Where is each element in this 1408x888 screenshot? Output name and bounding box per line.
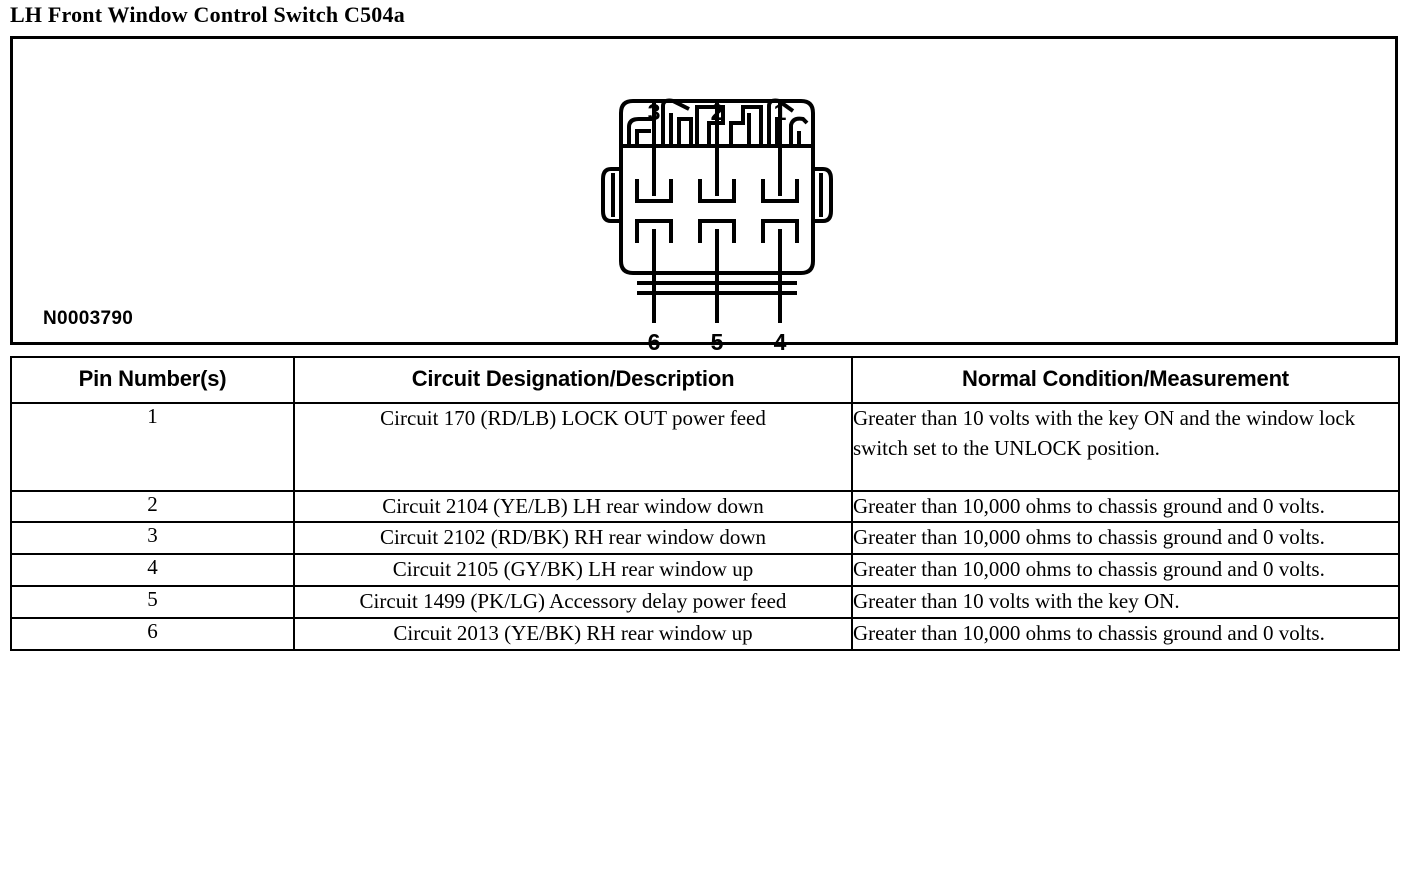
column-header-condition: Normal Condition/Measurement [851, 356, 1400, 404]
cell-pin-number: 5 [10, 585, 295, 619]
table-row: 1 Circuit 170 (RD/LB) LOCK OUT power fee… [10, 402, 1400, 492]
table-header-row: Pin Number(s) Circuit Designation/Descri… [10, 356, 1400, 404]
cell-normal-condition: Greater than 10,000 ohms to chassis grou… [851, 489, 1400, 524]
cavity-1 [761, 179, 799, 203]
cell-normal-condition: Greater than 10,000 ohms to chassis grou… [851, 616, 1400, 651]
cell-circuit-description: Circuit 2105 (GY/BK) LH rear window up [293, 553, 853, 588]
column-header-pin: Pin Number(s) [10, 356, 295, 404]
figure-id-label: N0003790 [43, 308, 134, 329]
cavity-3 [635, 179, 673, 203]
table-row: 3 Circuit 2102 (RD/BK) RH rear window do… [10, 521, 1400, 556]
column-header-circuit: Circuit Designation/Description [293, 356, 853, 404]
table-row: 4 Circuit 2105 (GY/BK) LH rear window up… [10, 553, 1400, 588]
cavity-bottom-row [635, 219, 799, 243]
pin-label-6: 6 [647, 329, 661, 355]
connector-keying-detail [621, 98, 813, 148]
pin-label-2: 2 [710, 99, 724, 125]
cell-pin-number: 6 [10, 616, 295, 651]
cell-pin-number: 3 [10, 521, 295, 556]
cell-pin-number: 4 [10, 553, 295, 588]
cavity-6 [635, 219, 673, 243]
connector-left-tab [601, 167, 621, 223]
cavity-2 [698, 179, 736, 203]
connector-body-outline [619, 99, 815, 275]
page-title: LH Front Window Control Switch C504a [10, 2, 405, 27]
pin-label-1: 1 [773, 99, 787, 125]
pin-label-4: 4 [773, 329, 787, 355]
connector-diagram: 3 2 1 6 5 4 [593, 61, 843, 354]
cell-pin-number: 1 [10, 402, 295, 492]
pin-label-3: 3 [647, 99, 661, 125]
table-row: 5 Circuit 1499 (PK/LG) Accessory delay p… [10, 585, 1400, 619]
table-row: 2 Circuit 2104 (YE/LB) LH rear window do… [10, 489, 1400, 524]
pin-leader-lines-bottom [652, 229, 782, 323]
connector-right-tab [813, 167, 833, 223]
connector-illustration [601, 98, 833, 323]
cavity-5 [698, 219, 736, 243]
table-row: 6 Circuit 2013 (YE/BK) RH rear window up… [10, 616, 1400, 651]
cell-circuit-description: Circuit 2013 (YE/BK) RH rear window up [293, 616, 853, 651]
pin-description-table: Pin Number(s) Circuit Designation/Descri… [10, 356, 1400, 651]
cell-circuit-description: Circuit 170 (RD/LB) LOCK OUT power feed [293, 402, 853, 492]
cavity-top-row [635, 179, 799, 203]
cell-circuit-description: Circuit 2102 (RD/BK) RH rear window down [293, 521, 853, 556]
cell-normal-condition: Greater than 10 volts with the key ON. [851, 585, 1400, 619]
connector-figure-box: 3 2 1 6 5 4 N0003790 [10, 36, 1398, 354]
cell-normal-condition: Greater than 10,000 ohms to chassis grou… [851, 553, 1400, 588]
cavity-4 [761, 219, 799, 243]
cell-pin-number: 2 [10, 489, 295, 524]
cell-circuit-description: Circuit 1499 (PK/LG) Accessory delay pow… [293, 585, 853, 619]
pin-label-5: 5 [710, 329, 724, 355]
cell-normal-condition: Greater than 10 volts with the key ON an… [851, 402, 1400, 492]
cell-normal-condition: Greater than 10,000 ohms to chassis grou… [851, 521, 1400, 556]
cell-circuit-description: Circuit 2104 (YE/LB) LH rear window down [293, 489, 853, 524]
